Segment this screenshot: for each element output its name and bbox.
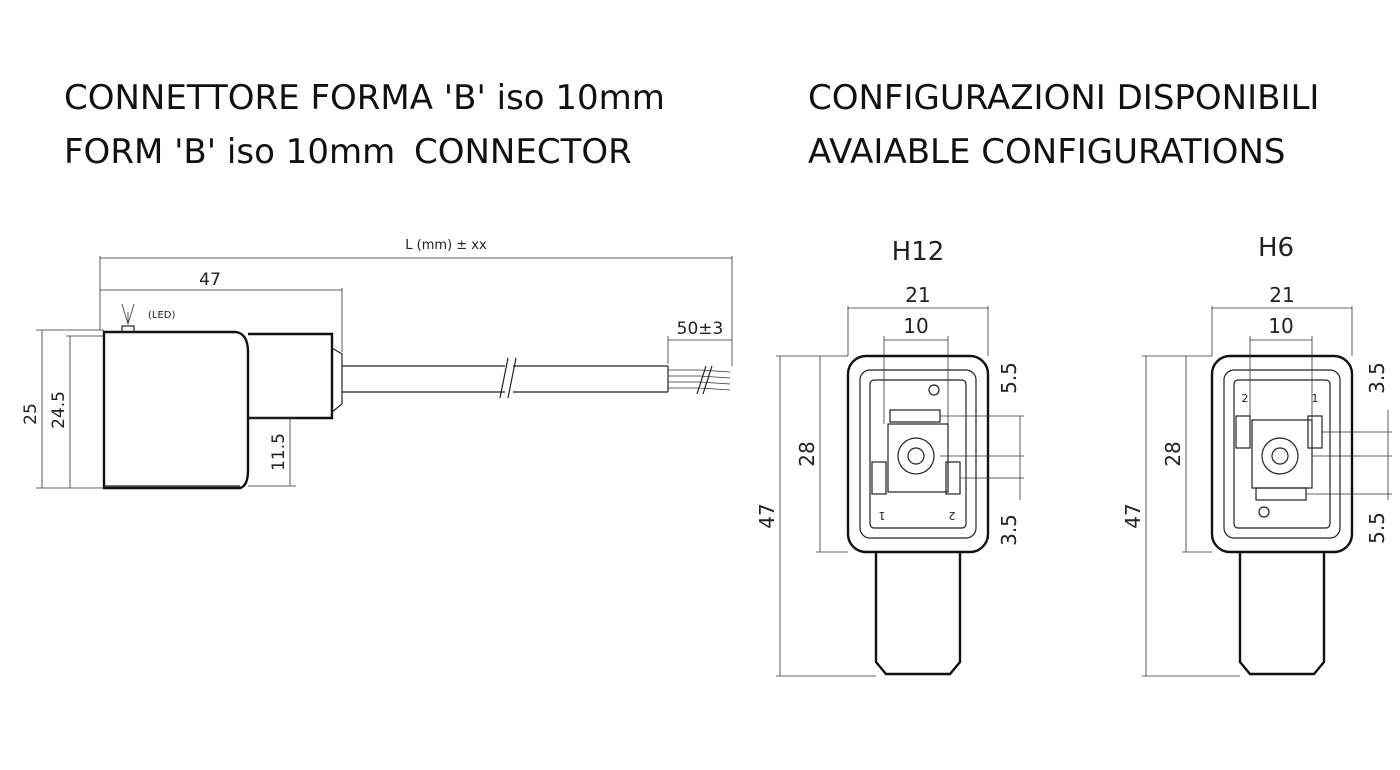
h6-contact-area — [1233, 379, 1331, 529]
led-arrow — [121, 303, 135, 326]
h6-dim-21: 21 — [1269, 283, 1294, 307]
h12-pin-2-label: 2 — [949, 509, 956, 522]
cable-gland — [331, 347, 343, 413]
side-view: (LED) L (mm) ± xx 47 50±3 25 24.5 11.5 — [21, 238, 733, 490]
h12-center-block — [887, 423, 949, 493]
h12-center-hole — [907, 447, 925, 465]
h6-housing — [1210, 354, 1354, 554]
title-italian: CONNETTORE FORMA 'B' iso 10mm — [64, 78, 665, 118]
h6-inner-frame — [1223, 369, 1341, 539]
config-h6: H6 2 1 21 10 3.5 5.5 28 47 — [1121, 233, 1392, 677]
h12-dim-28: 28 — [795, 441, 819, 466]
dim-L: L (mm) ± xx — [405, 238, 487, 253]
wire-4 — [668, 387, 731, 391]
h6-pin-2-label: 2 — [1242, 392, 1249, 405]
h12-inner-frame — [859, 369, 977, 539]
config-h6-label: H6 — [1258, 233, 1294, 263]
wire-3 — [668, 381, 731, 385]
wire-break-2 — [702, 365, 713, 395]
h12-dim-10: 10 — [903, 314, 928, 338]
title-configurations-english: AVAIABLE CONFIGURATIONS — [808, 132, 1286, 172]
h12-ground-pin — [889, 409, 941, 423]
led-label: (LED) — [148, 310, 175, 321]
h6-center-hole — [1271, 447, 1289, 465]
h12-dim-5-5: 5.5 — [997, 362, 1021, 394]
h6-neck — [1238, 552, 1326, 676]
config-h12-label: H12 — [892, 237, 945, 267]
h6-dim-10: 10 — [1268, 314, 1293, 338]
break-mark-2 — [507, 357, 517, 399]
h12-dim-21: 21 — [905, 283, 930, 307]
h6-pin-2 — [1235, 415, 1251, 449]
h6-dim-47: 47 — [1121, 503, 1145, 528]
dim-24-5: 24.5 — [49, 391, 69, 429]
wire-break-1 — [696, 365, 707, 395]
h6-dim-5-5: 5.5 — [1365, 512, 1389, 544]
h12-dim-47: 47 — [755, 503, 779, 528]
h12-pin-1-label: 1 — [879, 509, 886, 522]
h12-pin-1 — [871, 461, 887, 495]
title-configurations-italian: CONFIGURAZIONI DISPONIBILI — [808, 78, 1320, 118]
h6-center-ring — [1261, 437, 1299, 475]
h6-pin-1 — [1307, 415, 1323, 449]
dim-50: 50±3 — [677, 319, 724, 339]
led-window — [121, 325, 135, 333]
h6-dim-3-5: 3.5 — [1365, 362, 1389, 394]
h12-neck — [874, 552, 962, 676]
title-english: FORM 'B' iso 10mm — [64, 132, 396, 172]
config-h12: H12 1 2 21 10 5.5 3.5 — [755, 237, 1024, 677]
connector-body — [102, 330, 250, 490]
wire-2 — [668, 375, 731, 379]
break-mark-1 — [499, 357, 509, 399]
h12-ground-symbol — [928, 384, 940, 396]
dim-11-5: 11.5 — [269, 433, 289, 471]
h6-dim-28: 28 — [1161, 441, 1185, 466]
h12-center-ring — [897, 437, 935, 475]
h12-contact-area — [869, 379, 967, 529]
h12-housing — [846, 354, 990, 554]
connector-neck — [248, 332, 334, 420]
dim-25: 25 — [21, 403, 41, 425]
h6-ground-symbol — [1258, 506, 1270, 518]
dim-47: 47 — [199, 270, 221, 290]
title-english-connector: CONNECTOR — [414, 132, 632, 172]
h6-center-block — [1251, 419, 1313, 489]
h6-pin-1-label: 1 — [1312, 392, 1319, 405]
wire-1 — [668, 369, 731, 373]
h12-dim-3-5: 3.5 — [997, 514, 1021, 546]
h6-ground-pin — [1255, 487, 1307, 501]
